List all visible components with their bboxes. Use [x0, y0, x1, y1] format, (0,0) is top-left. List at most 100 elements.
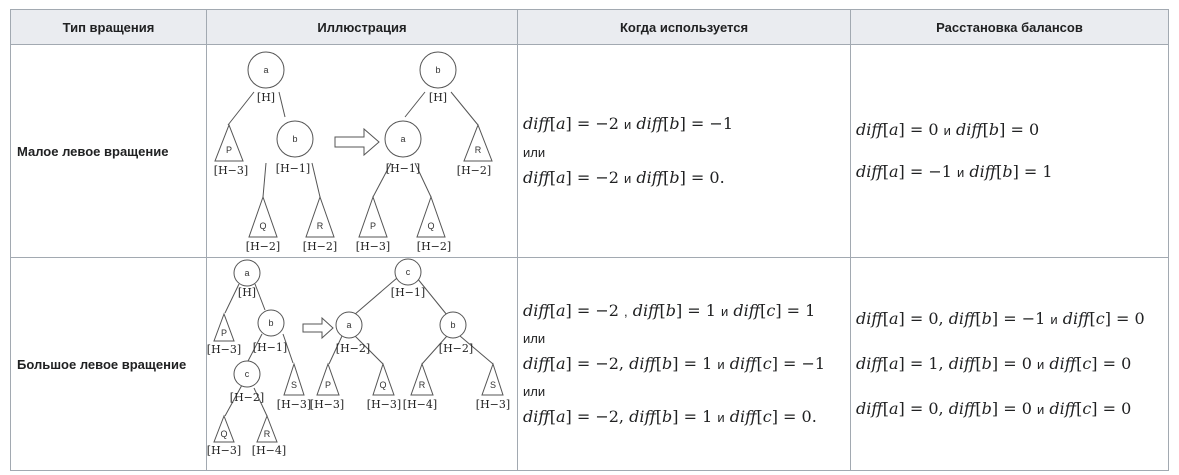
- rotation-name: Малое левое вращение: [10, 44, 207, 258]
- header-balances: Расстановка балансов: [850, 9, 1169, 45]
- condition-line: diff[a] = −2, diff[b] = 1 и diff[c] = 0.: [523, 407, 817, 426]
- subtree-p: P: [226, 145, 232, 155]
- subtree-r-after-height: [H−2]: [457, 164, 491, 177]
- subtree-q-height: [H−2]: [246, 240, 280, 253]
- node-c-after: c: [406, 267, 411, 277]
- bal-a-value: −1: [928, 162, 952, 181]
- condition-line: diff[a] = −2 , diff[b] = 1 и diff[c] = 1: [523, 301, 816, 320]
- subtree-q-after-height: [H−2]: [417, 240, 451, 253]
- small-rotation-balances: diff[a] = 0 и diff[b] = 0 diff[a] = −1 и…: [850, 44, 1169, 258]
- node-b-height: [H−1]: [276, 162, 310, 175]
- period: .: [719, 168, 725, 187]
- subtree-q: Q: [220, 429, 227, 439]
- condition-line: diff[a] = −2 и diff[b] = 0.: [523, 168, 725, 187]
- subtree-q-after: Q: [427, 221, 434, 231]
- node-b: b: [292, 134, 297, 144]
- bal-c-value: 0: [1134, 309, 1145, 328]
- cond-a-value: −2: [595, 168, 619, 187]
- node-c: c: [245, 369, 250, 379]
- subtree-r-after: R: [419, 380, 426, 390]
- subtree-r-height: [H−4]: [252, 444, 286, 457]
- bal-b-value: 1: [1042, 162, 1053, 181]
- node-c-after-height: [H−1]: [391, 286, 425, 299]
- small-rotation-diagram: a [H] P [H−3] b [H−1] Q [H−2] R [H−2] b …: [214, 51, 493, 253]
- rotations-table: Тип вращения Иллюстрация Когда используе…: [10, 9, 1169, 471]
- cond-a-value: −2: [595, 301, 619, 320]
- subtree-r: R: [264, 429, 271, 439]
- cond-b-value: 1: [702, 354, 713, 373]
- node-a-height: [H]: [257, 91, 275, 104]
- condition-line: diff[a] = −2 и diff[b] = −1: [523, 114, 733, 133]
- bal-b-value: −1: [1021, 309, 1046, 328]
- bal-b-value: 0: [1029, 120, 1040, 139]
- node-b-after-height: [H−2]: [439, 342, 473, 355]
- subtree-q-after: Q: [379, 380, 386, 390]
- and-word: и: [1037, 357, 1045, 372]
- big-rotation-illustration: a [H] P [H−3] b [H−1] c [H−2] S [H−3] Q …: [206, 257, 518, 471]
- rotation-name: Большое левое вращение: [10, 257, 207, 471]
- node-a-after-height: [H−2]: [336, 342, 370, 355]
- cond-a-value: −2: [595, 114, 619, 133]
- balance-line: diff[a] = 0, diff[b] = 0 и diff[c] = 0: [856, 399, 1132, 418]
- cond-b-value: −1: [709, 114, 733, 133]
- big-rotation-diagram: a [H] P [H−3] b [H−1] c [H−2] S [H−3] Q …: [207, 258, 510, 457]
- cond-c-value: −1: [801, 354, 826, 373]
- node-b-after: b: [435, 65, 440, 75]
- and-word: и: [717, 410, 725, 425]
- or-separator: или: [523, 384, 546, 399]
- subtree-r-height: [H−2]: [303, 240, 337, 253]
- subtree-p-after-height: [H−3]: [356, 240, 390, 253]
- and-word: и: [624, 117, 632, 132]
- node-b-height: [H−1]: [253, 341, 287, 354]
- node-a-after: a: [346, 320, 351, 330]
- node-a-height: [H]: [238, 286, 256, 299]
- node-a-after: a: [400, 134, 405, 144]
- bal-c-value: 0: [1121, 354, 1132, 373]
- subtree-s-after: S: [490, 380, 496, 390]
- condition-line: diff[a] = −2, diff[b] = 1 и diff[c] = −1: [523, 354, 826, 373]
- subtree-s: S: [291, 380, 297, 390]
- and-word: и: [721, 304, 729, 319]
- or-separator: или: [523, 145, 546, 160]
- node-a-after-height: [H−1]: [386, 162, 420, 175]
- subtree-q-after-height: [H−3]: [367, 398, 401, 411]
- bal-b-value: 0: [1021, 354, 1032, 373]
- cond-c-value: 1: [805, 301, 816, 320]
- bal-c-value: 0: [1121, 399, 1132, 418]
- subtree-s-after-height: [H−3]: [476, 398, 510, 411]
- node-b-after: b: [450, 320, 455, 330]
- subtree-r-after: R: [475, 145, 482, 155]
- big-rotation-balances: diff[a] = 0, diff[b] = −1 и diff[c] = 0 …: [850, 257, 1169, 471]
- row-small-left-rotation: Малое левое вращение: [10, 44, 1169, 258]
- balance-line: diff[a] = −1 и diff[b] = 1: [856, 162, 1053, 181]
- subtree-q-height: [H−3]: [207, 444, 241, 457]
- subtree-p-after-height: [H−3]: [310, 398, 344, 411]
- subtree-p: P: [221, 328, 227, 338]
- balance-line: diff[a] = 0 и diff[b] = 0: [856, 120, 1040, 139]
- node-b: b: [268, 318, 273, 328]
- balance-line: diff[a] = 1, diff[b] = 0 и diff[c] = 0: [856, 354, 1132, 373]
- small-rotation-illustration: a [H] P [H−3] b [H−1] Q [H−2] R [H−2] b …: [206, 44, 518, 258]
- node-a: a: [244, 268, 249, 278]
- cond-a-value: −2: [595, 407, 619, 426]
- and-word: и: [1037, 402, 1045, 417]
- and-word: и: [957, 165, 965, 180]
- or-separator: или: [523, 331, 546, 346]
- row-big-left-rotation: Большое левое вращение: [10, 257, 1169, 471]
- bal-a-value: 1: [928, 354, 939, 373]
- balance-line: diff[a] = 0, diff[b] = −1 и diff[c] = 0: [856, 309, 1145, 328]
- cond-a-value: −2: [595, 354, 619, 373]
- header-when: Когда используется: [517, 9, 851, 45]
- cond-b-value: 0: [709, 168, 720, 187]
- subtree-r-after-height: [H−4]: [403, 398, 437, 411]
- and-word: и: [943, 123, 951, 138]
- bal-a-value: 0: [928, 120, 939, 139]
- bal-b-value: 0: [1021, 399, 1032, 418]
- and-word: и: [1050, 312, 1058, 327]
- node-c-height: [H−2]: [230, 391, 264, 404]
- subtree-r: R: [317, 221, 324, 231]
- node-b-after-height: [H]: [429, 91, 447, 104]
- header-type: Тип вращения: [10, 9, 207, 45]
- and-word: и: [717, 357, 725, 372]
- period: .: [811, 407, 817, 426]
